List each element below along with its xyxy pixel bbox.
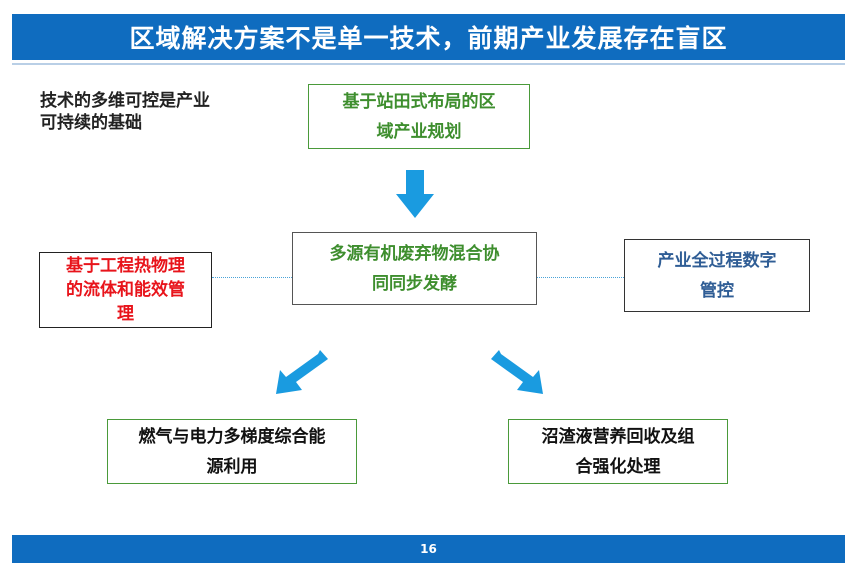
thermal-management-line-1: 基于工程热物理 — [66, 256, 185, 276]
digital-control-line-1: 产业全过程数字 — [657, 250, 777, 271]
footer-bar: 16 — [12, 535, 845, 563]
co-fermentation-box: 多源有机废弃物混合协 同同步发酵 — [292, 232, 537, 305]
thermal-management-line-2: 的流体和能效管 — [66, 280, 185, 300]
energy-utilization-box: 燃气与电力多梯度综合能 源利用 — [107, 419, 357, 484]
nutrient-recovery-box: 沼渣液营养回收及组 合强化处理 — [508, 419, 728, 484]
side-note: 技术的多维可控是产业 可持续的基础 — [40, 90, 280, 134]
title-divider — [12, 63, 845, 65]
slide-title: 区域解决方案不是单一技术，前期产业发展存在盲区 — [129, 24, 728, 53]
energy-utilization-line-1: 燃气与电力多梯度综合能 — [138, 426, 326, 447]
arrow-down-left-icon — [276, 350, 328, 394]
thermal-management-line-3: 理 — [117, 304, 134, 324]
thermal-management-box: 基于工程热物理 的流体和能效管 理 — [39, 252, 212, 328]
title-bar: 区域解决方案不是单一技术，前期产业发展存在盲区 — [12, 14, 845, 60]
regional-planning-box: 基于站田式布局的区 域产业规划 — [308, 84, 530, 149]
connector-left — [212, 277, 292, 278]
side-note-line-2: 可持续的基础 — [40, 113, 142, 133]
connector-right — [537, 277, 624, 278]
side-note-line-1: 技术的多维可控是产业 — [40, 91, 210, 111]
page-number: 16 — [420, 542, 437, 556]
regional-planning-line-1: 基于站田式布局的区 — [342, 91, 496, 112]
arrow-down-right-icon — [491, 350, 543, 394]
co-fermentation-line-1: 多源有机废弃物混合协 — [329, 243, 500, 264]
nutrient-recovery-line-1: 沼渣液营养回收及组 — [541, 426, 695, 447]
digital-control-line-2: 管控 — [700, 280, 734, 301]
digital-control-box: 产业全过程数字 管控 — [624, 239, 810, 312]
arrow-down-icon — [396, 170, 434, 218]
energy-utilization-line-2: 源利用 — [206, 456, 258, 477]
co-fermentation-line-2: 同同步发酵 — [372, 273, 457, 294]
regional-planning-line-2: 域产业规划 — [376, 121, 462, 142]
nutrient-recovery-line-2: 合强化处理 — [575, 456, 661, 477]
